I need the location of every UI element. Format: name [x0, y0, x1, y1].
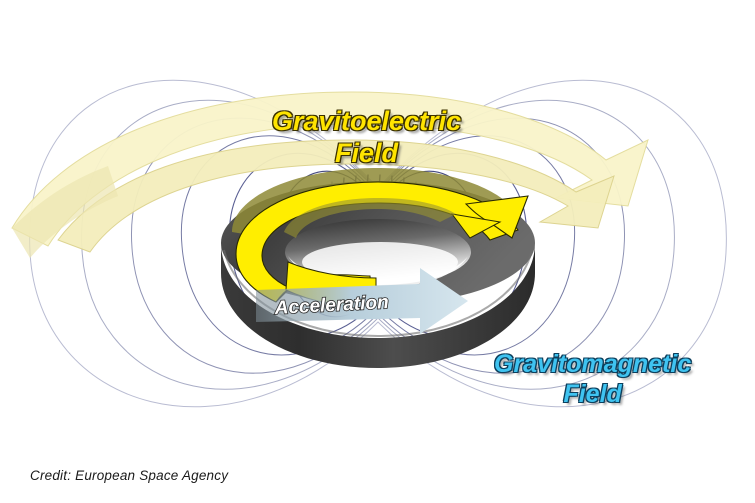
gravitoelectric-field-arrow-group [11, 91, 649, 258]
rotation-arrowhead-notch [450, 213, 502, 239]
gravitoelectric-band-outer [11, 91, 649, 247]
credit-line: Credit: European Space Agency [30, 468, 229, 483]
gravitoelectric-band-inner [57, 139, 615, 253]
ring-rim-highlight [223, 249, 533, 338]
rotation-arrowhead [464, 195, 529, 239]
ring-hole-floor2 [302, 242, 458, 282]
acceleration-arrow [256, 268, 468, 334]
gravitomagnetic-label-line1: Gravitomagnetic [494, 350, 692, 378]
gravitoelectric-band-front-shade [12, 166, 118, 258]
rotation-arrow-shadow [232, 168, 514, 236]
acceleration-arrow-group [256, 268, 468, 334]
field-line-mid2 [180, 135, 576, 356]
rotation-arrow-inner-lip [284, 198, 456, 238]
gravitomagnetic-label-line2: Field [563, 379, 622, 408]
gravitomagnetic-field-label: Gravitomagnetic Field [494, 350, 691, 409]
gravitoelectric-label-line1: Gravitoelectric [272, 106, 462, 136]
gravitoelectric-label-line2: Field [335, 137, 399, 168]
gravitoelectric-field-label: Gravitoelectric Field [272, 106, 461, 170]
ring-outer-wall [221, 243, 535, 368]
